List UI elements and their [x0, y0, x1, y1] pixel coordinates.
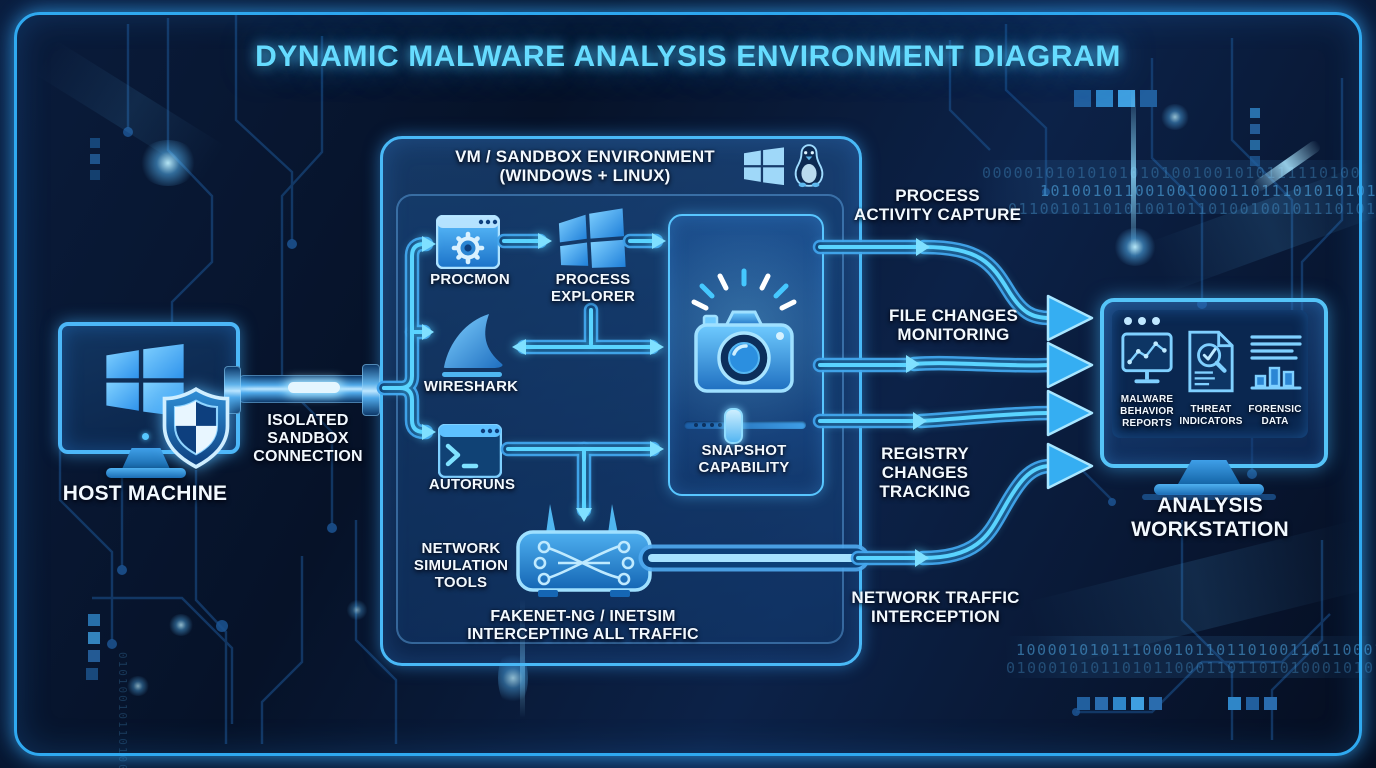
- window-gear-icon: [436, 215, 500, 269]
- binary-band-top: [975, 160, 1376, 214]
- monitor-stand: [122, 448, 170, 469]
- sandbox-header: VM / SANDBOX ENVIRONMENT (WINDOWS + LINU…: [420, 147, 750, 185]
- light-beam: [1131, 88, 1136, 260]
- light-flare: [126, 676, 150, 696]
- label-line: CONNECTION: [253, 447, 363, 465]
- host-machine-label: HOST MACHINE: [62, 482, 228, 505]
- label-line: TRACKING: [879, 482, 971, 502]
- label-line: NETWORK: [421, 540, 501, 557]
- label-line: DATA: [1261, 415, 1289, 427]
- label-line: REGISTRY: [881, 444, 969, 463]
- label-line: INDICATORS: [1179, 415, 1243, 427]
- binary-text: 011001011010100101101001001011101010: [1008, 200, 1376, 218]
- label-line: ISOLATED: [267, 412, 349, 429]
- label-line: VM / SANDBOX ENVIRONMENT: [455, 147, 715, 166]
- label-line: ANALYSIS: [1157, 494, 1263, 517]
- label-line: FAKENET-NG / INETSIM: [490, 608, 676, 625]
- label-line: REPORTS: [1122, 417, 1172, 429]
- security-shield-icon: [162, 387, 230, 469]
- label-line: PROCESS: [895, 186, 980, 205]
- fakenet-inetsim-label: FAKENET-NG / INETSIM INTERCEPTING ALL TR…: [428, 608, 738, 644]
- label-line: SNAPSHOT: [701, 442, 787, 459]
- isolated-sandbox-connection-label: ISOLATED SANDBOX CONNECTION: [246, 412, 370, 466]
- process-explorer-label: PROCESS EXPLORER: [538, 271, 648, 306]
- label-line: CAPABILITY: [698, 458, 790, 476]
- file-changes-monitoring-label: FILE CHANGES MONITORING: [856, 306, 1051, 344]
- snapshot-capability-label: SNAPSHOT CAPABILITY: [668, 442, 820, 477]
- binary-band-bottom: [1005, 636, 1376, 678]
- workstation-base-shadow: [1142, 494, 1276, 500]
- light-flare: [168, 614, 194, 636]
- slider-dot: [710, 423, 714, 427]
- network-traffic-interception-label: NETWORK TRAFFIC INTERCEPTION: [828, 588, 1043, 626]
- camera-icon: [691, 268, 797, 393]
- pipe-flange: [362, 364, 380, 416]
- malware-behavior-reports-label: MALWARE BEHAVIOR REPORTS: [1111, 394, 1183, 429]
- window-dot: [1138, 317, 1146, 325]
- autoruns-label: AUTORUNS: [428, 476, 516, 493]
- threat-indicators-label: THREAT INDICATORS: [1176, 404, 1246, 428]
- terminal-window-icon: [438, 424, 502, 478]
- snapshot-slider-track: [684, 421, 806, 429]
- label-line: SANDBOX: [267, 429, 349, 447]
- window-dot: [1124, 317, 1132, 325]
- binary-text: 1000010101110001011011010011011000110101…: [1016, 641, 1376, 659]
- binary-text: 000001010101010101001001010111110100: [982, 164, 1362, 182]
- binary-text: 0100010101101011000110110101000101010100…: [1006, 659, 1376, 677]
- wireshark-label: WIRESHARK: [423, 378, 519, 395]
- document-magnifier-icon: [1188, 330, 1234, 393]
- label-line: THREAT: [1190, 404, 1232, 415]
- light-flare: [1113, 228, 1157, 266]
- window-dot: [1152, 317, 1160, 325]
- workstation-base: [1154, 484, 1264, 495]
- label-line: SIMULATION: [413, 556, 509, 574]
- label-line: WORKSTATION: [1131, 518, 1289, 542]
- label-line: FILE CHANGES: [889, 306, 1018, 325]
- label-line: TOOLS: [434, 573, 488, 591]
- label-line: CHANGES: [881, 463, 969, 483]
- binary-text: 10100101100100100011011101010101: [1040, 182, 1376, 200]
- light-flare: [346, 600, 368, 620]
- label-line: INTERCEPTING ALL TRAFFIC: [467, 625, 699, 643]
- page-title: DYNAMIC MALWARE ANALYSIS ENVIRONMENT DIA…: [255, 40, 1121, 73]
- monitor-dot: [142, 433, 149, 440]
- registry-changes-tracking-label: REGISTRY CHANGES TRACKING: [840, 444, 1010, 501]
- slider-dot: [702, 423, 706, 427]
- label-line: (WINDOWS + LINUX): [499, 166, 671, 186]
- light-flare: [138, 140, 198, 186]
- forensic-data-label: FORENSIC DATA: [1242, 404, 1308, 428]
- slider-dot: [694, 423, 698, 427]
- router-icon: [516, 504, 652, 597]
- label-line: ACTIVITY CAPTURE: [853, 205, 1022, 225]
- snapshot-slider-handle: [724, 408, 743, 444]
- label-line: PROCESS: [555, 271, 631, 288]
- windows-flag-icon: [558, 208, 626, 268]
- pipe-glow: [288, 382, 340, 393]
- label-line: MONITORING: [897, 325, 1010, 345]
- monitor-base: [106, 468, 186, 478]
- analysis-workstation-label: ANALYSIS WORKSTATION: [1090, 494, 1330, 542]
- label-line: BEHAVIOR: [1120, 405, 1174, 417]
- label-line: INTERCEPTION: [871, 607, 1000, 627]
- binary-text-vertical: 010100101101001011: [116, 652, 129, 768]
- shark-fin-icon: [442, 314, 503, 377]
- monitor-chart-icon: [1121, 332, 1173, 384]
- procmon-label: PROCMON: [430, 271, 510, 288]
- linux-tux-icon: [794, 144, 824, 188]
- network-simulation-tools-label: NETWORK SIMULATION TOOLS: [404, 540, 518, 591]
- report-bars-icon: [1250, 335, 1302, 390]
- windows-logo-icon: [744, 147, 784, 185]
- slider-dot: [718, 423, 722, 427]
- label-line: MALWARE: [1120, 394, 1174, 405]
- light-flare: [1160, 104, 1190, 130]
- light-flare: [498, 648, 528, 708]
- process-activity-capture-label: PROCESS ACTIVITY CAPTURE: [840, 186, 1035, 224]
- label-line: NETWORK TRAFFIC: [851, 588, 1020, 607]
- label-line: EXPLORER: [550, 287, 636, 305]
- label-line: FORENSIC: [1248, 404, 1302, 415]
